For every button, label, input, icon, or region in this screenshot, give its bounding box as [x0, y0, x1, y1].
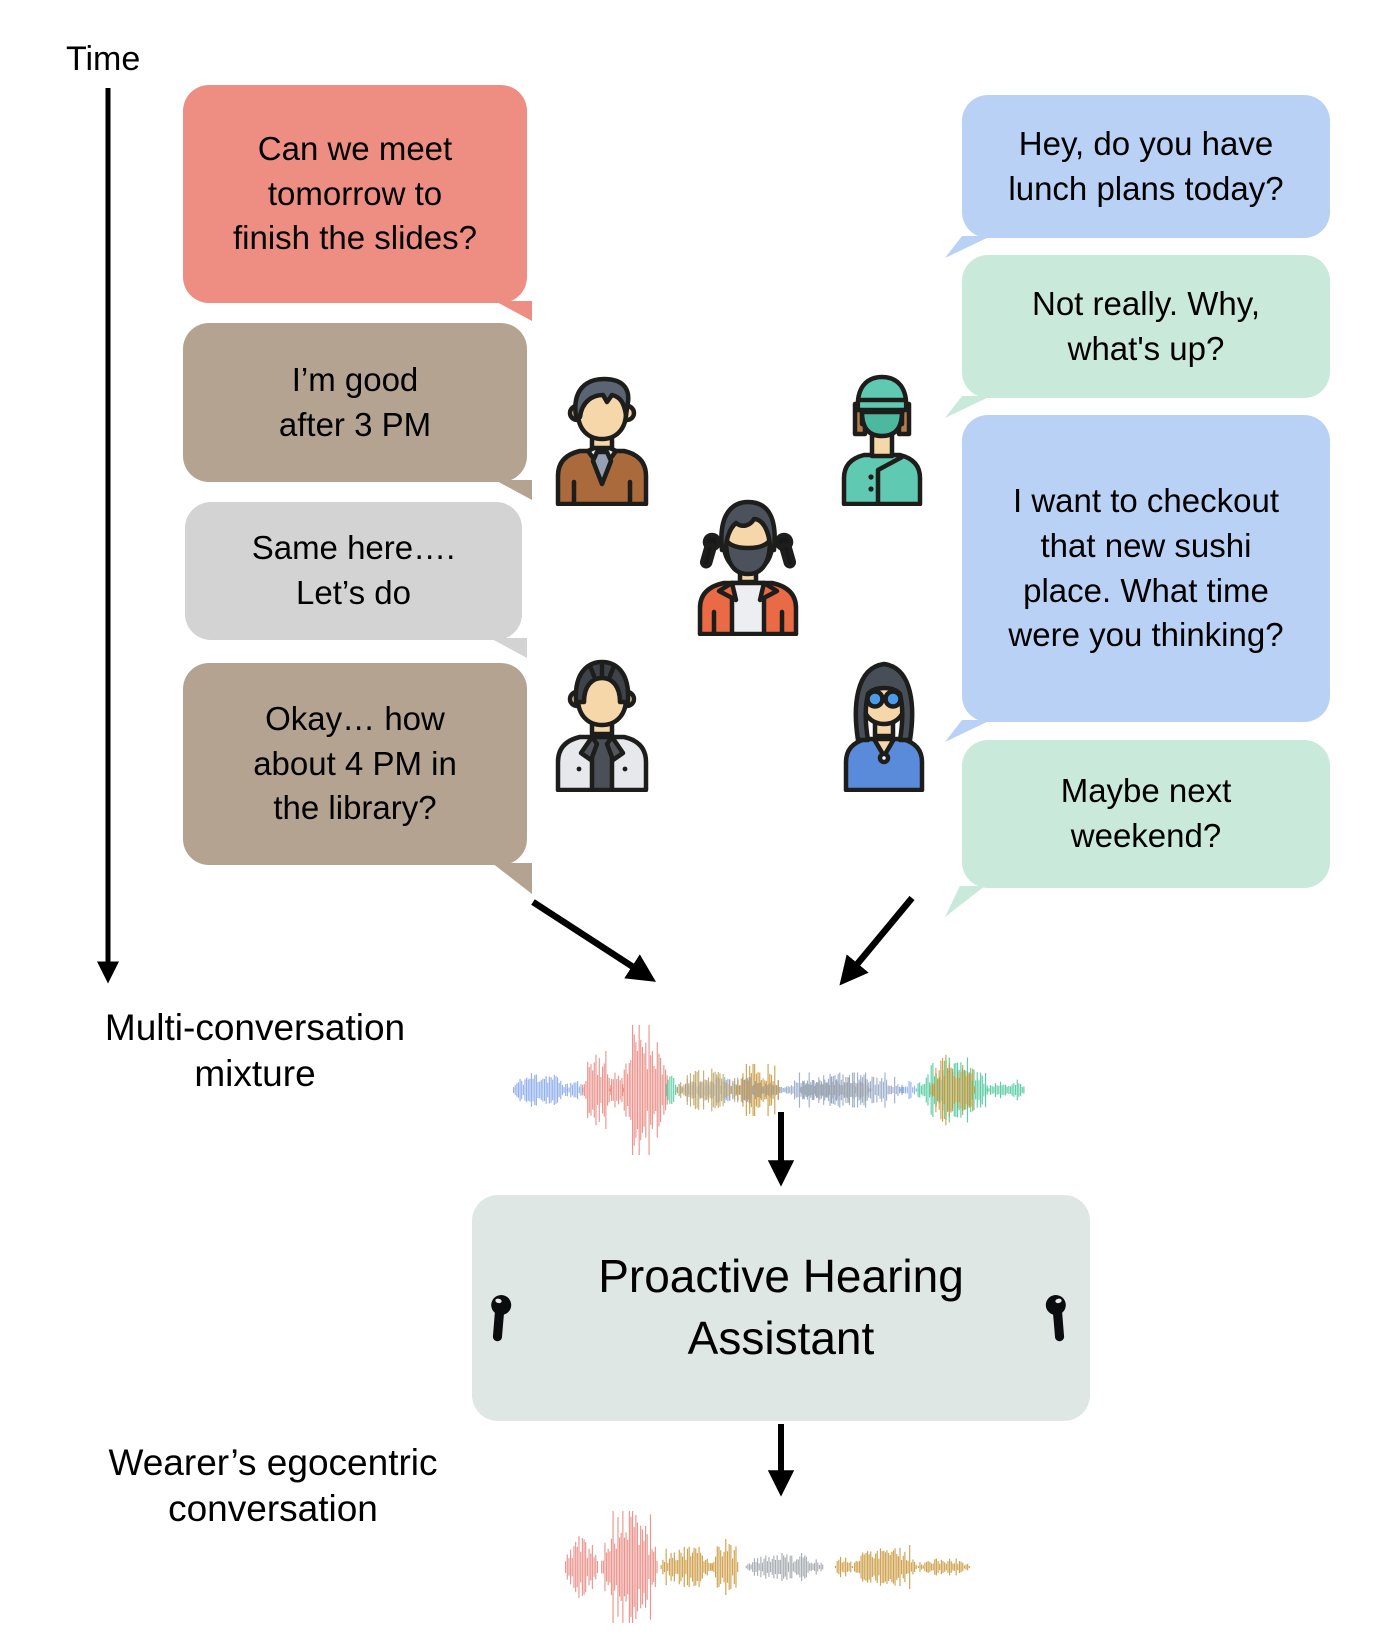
speech-bubble-text: Maybe next weekend?: [1060, 772, 1232, 854]
arrow-right-conversation-to-mixture: [839, 895, 915, 986]
bubble-tail: [490, 638, 527, 658]
earbud-left-icon: [491, 1295, 512, 1342]
earbud-right-icon: [1045, 1295, 1066, 1342]
speech-bubble-text: Same here…. Let’s do: [251, 529, 456, 611]
speech-bubble-text: Okay… how about 4 PM in the library?: [253, 699, 457, 827]
bubble-tail: [495, 301, 532, 321]
egocentric-waveform: [565, 1511, 970, 1623]
speech-bubble-left-2: I’m good after 3 PM: [183, 323, 532, 500]
assistant-box: Proactive Hearing Assistant: [472, 1195, 1090, 1421]
bubble-tail: [492, 863, 532, 894]
speech-bubble-text: Can we meet tomorrow to finish the slide…: [233, 129, 477, 257]
speech-bubble-left-1: Can we meet tomorrow to finish the slide…: [183, 85, 532, 321]
speech-bubble-left-3: Same here…. Let’s do: [185, 502, 527, 658]
speech-bubble-right-2: Not really. Why, what's up?: [945, 255, 1330, 418]
bubble-tail: [945, 886, 985, 917]
avatar-woman-blue-glasses: [842, 652, 926, 792]
avatar-man-brown-suit: [550, 370, 654, 506]
bubble-tail: [495, 480, 532, 500]
speech-bubble-text: I’m good after 3 PM: [278, 360, 432, 443]
speech-bubble-right-4: Maybe next weekend?: [945, 740, 1330, 917]
speech-bubble-right-1: Hey, do you have lunch plans today?: [945, 95, 1330, 258]
avatar-wearer-with-earbuds: [692, 494, 804, 636]
output-label: Wearer’s egocentric conversation: [108, 1442, 438, 1530]
speech-bubble-text: Not really. Why, what's up?: [1032, 284, 1260, 367]
speech-bubble-text: I want to checkout that new sushi place.…: [1008, 481, 1284, 654]
assistant-box-label: Proactive Hearing Assistant: [598, 1250, 964, 1364]
earbud-right-icon: [774, 532, 797, 569]
mixture-waveform: [513, 1025, 1025, 1155]
avatar-surgeon: [838, 370, 926, 506]
earbud-left-icon: [699, 532, 722, 569]
speech-bubble-right-3: I want to checkout that new sushi place.…: [945, 415, 1330, 742]
speech-bubble-left-4: Okay… how about 4 PM in the library?: [183, 663, 532, 894]
bubble-tail: [945, 720, 991, 742]
arrow-left-conversation-to-mixture: [531, 899, 656, 982]
speech-bubble-text: Hey, do you have lunch plans today?: [1008, 124, 1284, 207]
mixture-label: Multi-conversation mixture: [104, 1007, 406, 1095]
time-axis-label: Time: [66, 40, 141, 78]
avatar-man-white-jacket: [550, 652, 654, 792]
